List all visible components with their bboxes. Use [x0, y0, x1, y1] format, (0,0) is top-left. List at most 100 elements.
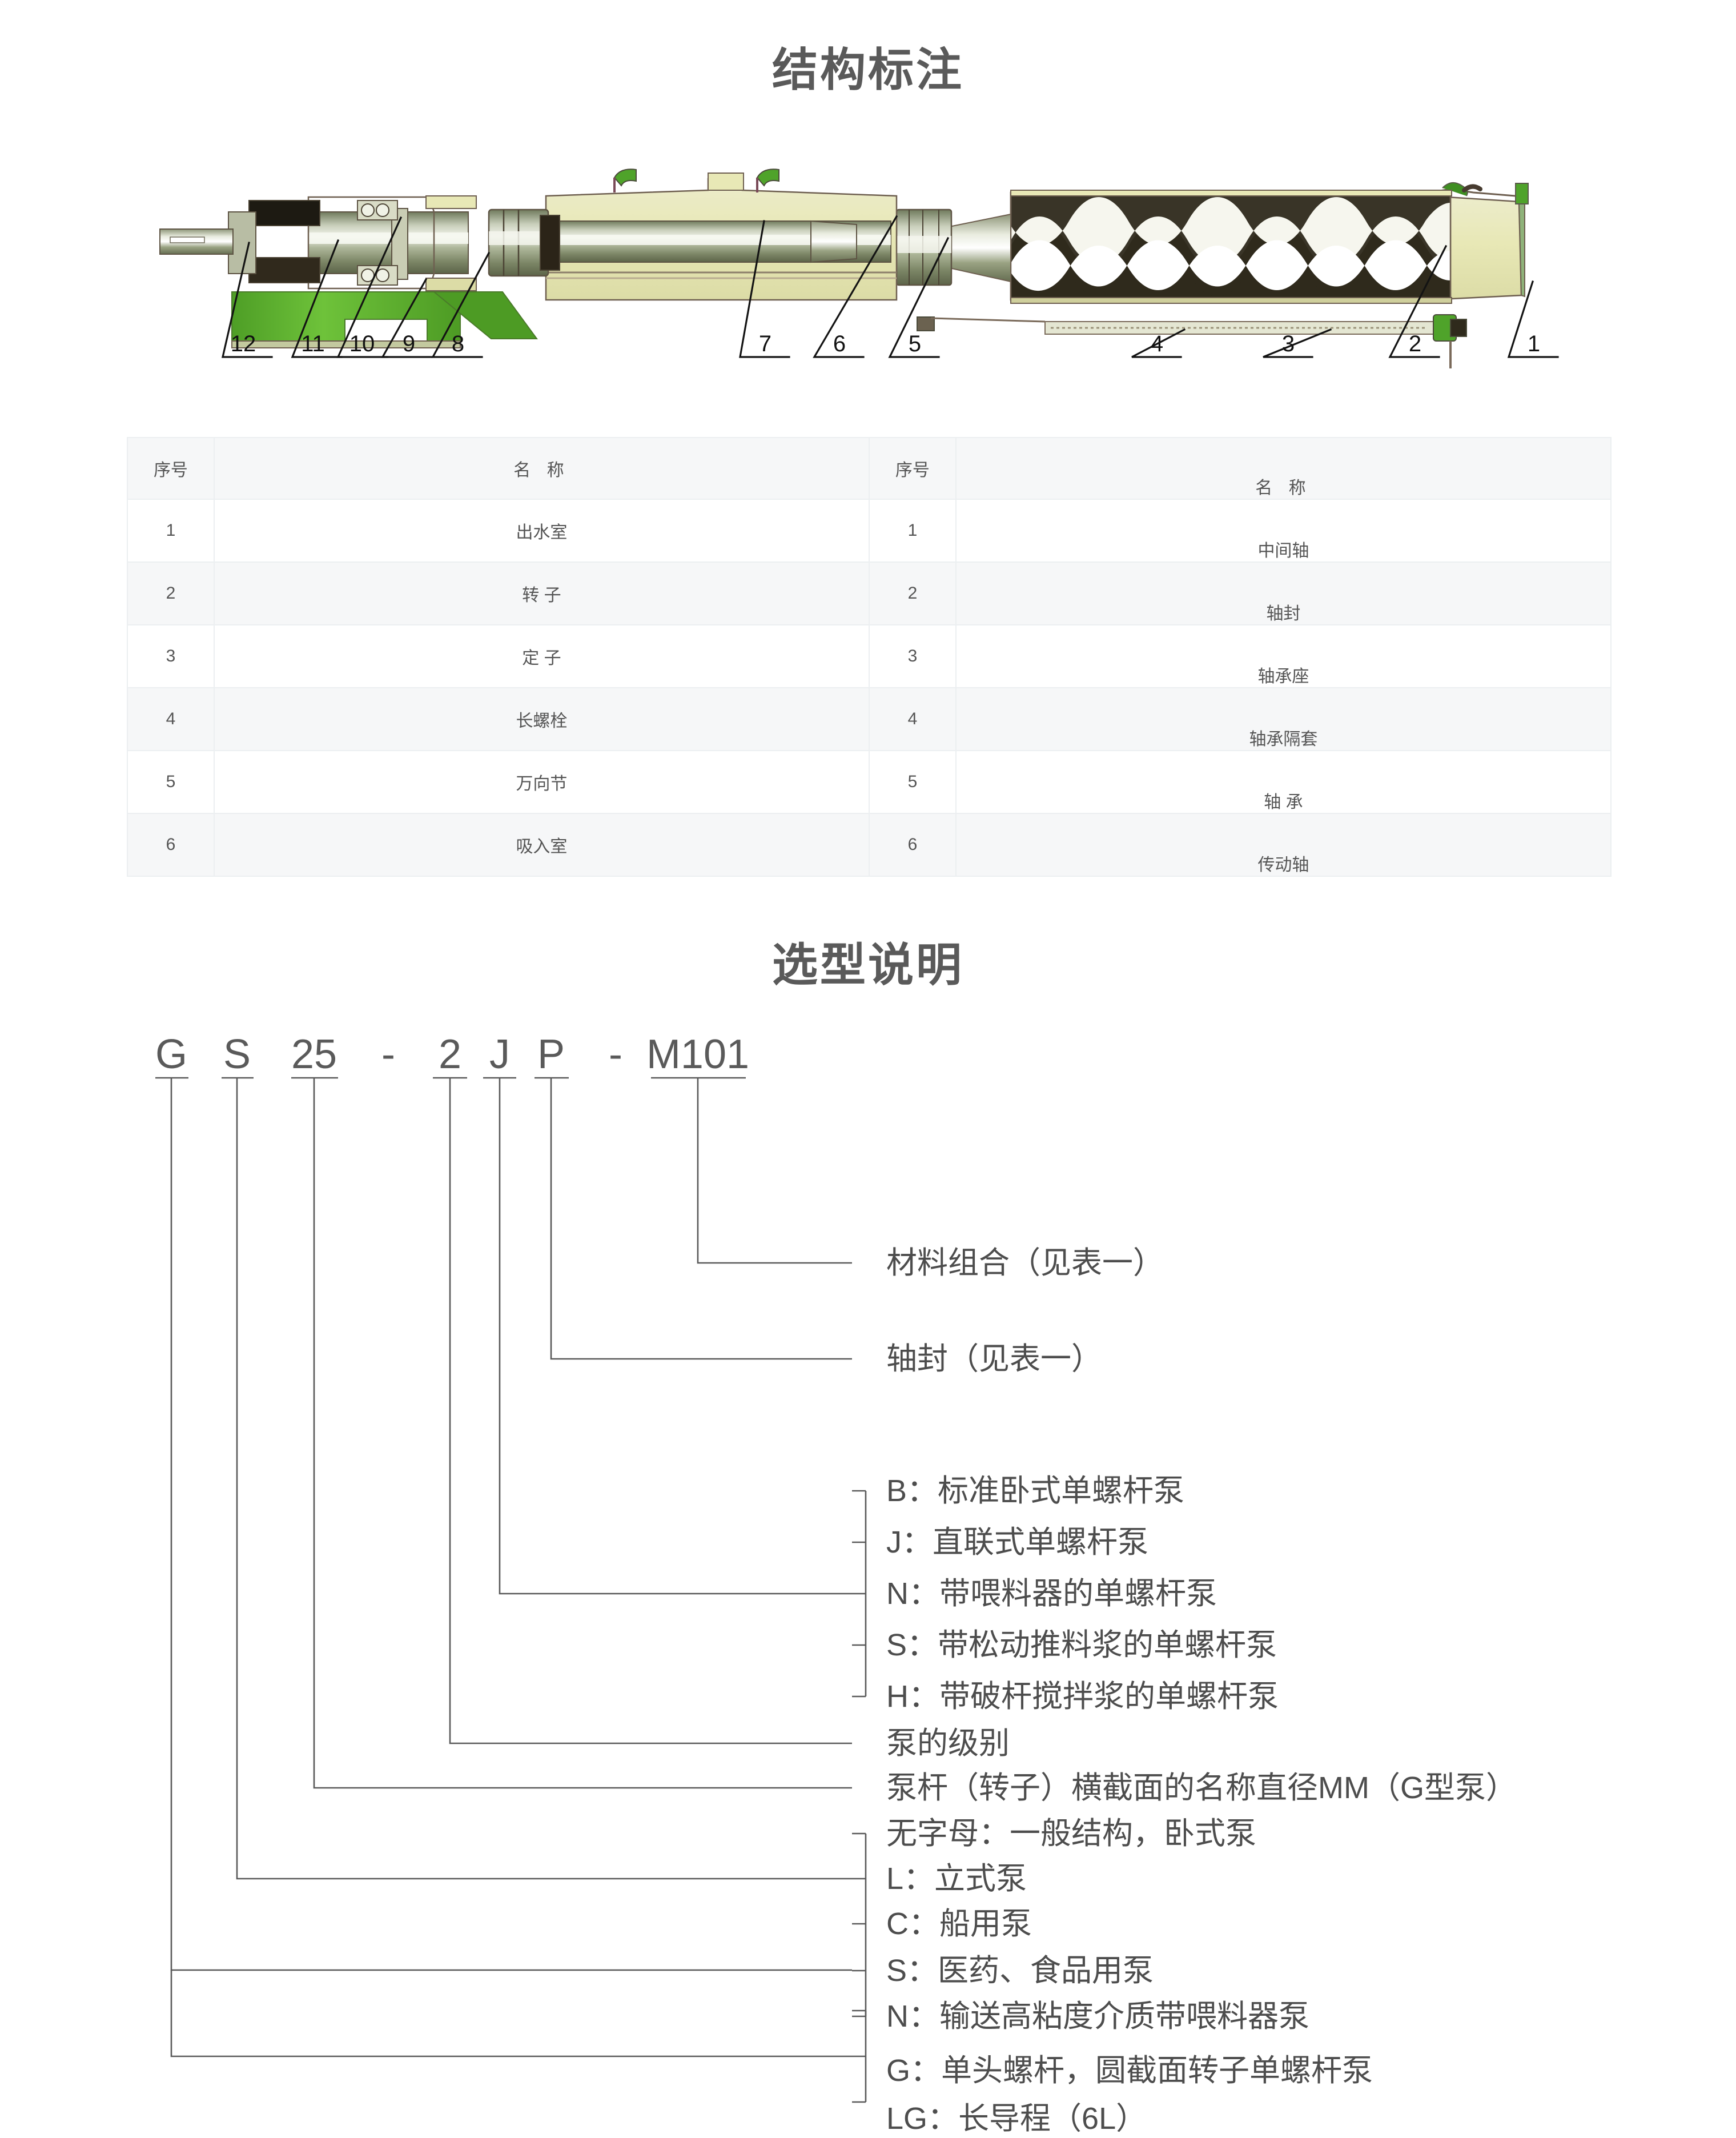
leader-series — [170, 1078, 852, 1971]
cell-left-name: 出水室 — [213, 499, 870, 563]
cell-right-no: 1 — [868, 499, 957, 563]
table-row: 6 吸入室 6 传动轴 — [127, 813, 1612, 877]
cell-right-no: 2 — [868, 561, 957, 625]
cell-left-name: 转 子 — [213, 561, 870, 625]
callout-1: 1 — [1528, 331, 1540, 356]
cell-left-name: 万向节 — [213, 750, 870, 814]
legend-type-h: H：带破杆搅拌浆的单螺杆泵 — [886, 1679, 1279, 1714]
pump-base — [231, 291, 538, 348]
cell-left-no: 4 — [127, 687, 215, 751]
table-row: 2 转 子 2 轴封 — [127, 561, 1612, 625]
model-code-diagram: G S 25 - 2 J P - M101 材料组合（见表一） 轴封（见表一） … — [0, 1022, 1736, 2045]
callout-12: 12 — [231, 331, 256, 356]
callout-group-right — [888, 236, 1559, 358]
rotor-transition — [949, 213, 1011, 283]
cell-left-no: 5 — [127, 750, 215, 814]
callout-11: 11 — [301, 331, 325, 356]
bearing-housing — [228, 195, 477, 291]
cell-left-no: 2 — [127, 561, 215, 625]
legend-diameter: 泵杆（转子）横截面的名称直径MM（G型泵） — [886, 1771, 1517, 1805]
leader-lines-svg — [155, 1077, 867, 2017]
legend-app-n: N：输送高粘度介质带喂料器泵 — [886, 1999, 1309, 2033]
callout-3: 3 — [1282, 331, 1295, 356]
code-char-g: G — [155, 1032, 188, 1077]
leader-material — [697, 1078, 852, 1264]
code-char-25: 25 — [291, 1032, 337, 1077]
input-shaft — [159, 228, 234, 255]
cell-left-no: 3 — [127, 624, 215, 688]
legend-app-l: L：立式泵 — [886, 1862, 1027, 1896]
table-header-row: 序号 名 称 序号 名 称 — [127, 437, 1612, 500]
cell-left-no: 6 — [127, 813, 215, 877]
legend-seal: 轴封（见表一） — [886, 1342, 1102, 1376]
legend-type-j: J：直联式单螺杆泵 — [886, 1525, 1148, 1559]
legend-type-b: B：标准卧式单螺杆泵 — [886, 1474, 1185, 1508]
table-row: 1 出水室 1 中间轴 — [127, 499, 1612, 563]
long-bolt — [917, 314, 1467, 368]
leader-seal — [550, 1078, 852, 1360]
parts-table: 序号 名 称 序号 名 称 1 出水室 1 中间轴 2 转 子 2 轴封 3 定… — [127, 437, 1612, 877]
callout-9: 9 — [403, 331, 415, 356]
callout-group-left — [221, 215, 898, 358]
callout-7: 7 — [759, 331, 771, 356]
legend-material: 材料组合（见表一） — [886, 1246, 1164, 1280]
header-left-name: 名 称 — [213, 437, 870, 500]
callout-4: 4 — [1151, 331, 1163, 356]
cell-left-no: 1 — [127, 499, 215, 563]
table-row: 5 万向节 5 轴 承 — [127, 750, 1612, 814]
callout-2: 2 — [1409, 331, 1421, 356]
drive-shaft — [545, 220, 891, 263]
legend-series-g: G：单头螺杆，圆截面转子单螺杆泵 — [886, 2053, 1373, 2088]
cell-left-name: 吸入室 — [213, 813, 870, 877]
header-right-no: 序号 — [868, 437, 957, 500]
header-right-name: 名 称 — [955, 437, 1612, 500]
code-char-dash1: - — [381, 1032, 395, 1077]
outlet-chamber — [1428, 182, 1529, 301]
code-char-2: 2 — [438, 1032, 462, 1077]
code-char-s: S — [223, 1032, 251, 1077]
leader-stage — [449, 1078, 852, 1744]
callout-5: 5 — [909, 331, 921, 356]
cell-right-name: 传动轴 — [955, 813, 1612, 877]
stator-rotor-assembly — [1010, 190, 1452, 304]
selection-section-title: 选型说明 — [772, 940, 964, 990]
table-body: 1 出水室 1 中间轴 2 转 子 2 轴封 3 定 子 3 轴承座 4 长螺栓… — [127, 499, 1612, 877]
header-left-no: 序号 — [127, 437, 215, 500]
cell-right-no: 4 — [868, 687, 957, 751]
legend-type-s: S：带松动推料浆的单螺杆泵 — [886, 1628, 1277, 1662]
cell-right-name: 中间轴 — [955, 499, 1612, 563]
bracket-type — [852, 1490, 867, 1698]
cell-right-no: 5 — [868, 750, 957, 814]
legend-no-letter: 无字母：一般结构，卧式泵 — [886, 1816, 1256, 1851]
cell-right-name: 轴承隔套 — [955, 687, 1612, 751]
callout-8: 8 — [452, 331, 464, 356]
cell-right-no: 3 — [868, 624, 957, 688]
table-row: 4 长螺栓 4 轴承隔套 — [127, 687, 1612, 751]
bracket-app — [852, 1832, 867, 2017]
callout-10: 10 — [349, 331, 375, 356]
callout-labels-right: 5 4 3 2 1 — [909, 331, 1540, 356]
cell-right-name: 轴封 — [955, 561, 1612, 625]
code-char-m101: M101 — [646, 1032, 750, 1077]
callout-labels-left: 12 11 10 9 8 7 6 — [231, 331, 846, 356]
code-char-p: P — [537, 1032, 565, 1077]
leader-type — [499, 1078, 852, 1595]
callout-6: 6 — [833, 331, 846, 356]
code-char-j: J — [489, 1032, 510, 1077]
leader-diameter — [313, 1078, 852, 1789]
legend-app-s: S：医药、食品用泵 — [886, 1954, 1154, 1988]
leader-series-tail — [170, 1970, 852, 2057]
code-char-dash2: - — [609, 1032, 622, 1077]
legend-stage: 泵的级别 — [886, 1726, 1010, 1760]
cell-right-name: 轴承座 — [955, 624, 1612, 688]
cell-left-name: 定 子 — [213, 624, 870, 688]
shaft-seal-coupling — [488, 208, 560, 277]
cell-left-name: 长螺栓 — [213, 687, 870, 751]
pump-cutaway-diagram: 12 11 10 9 8 7 6 5 4 3 2 1 — [137, 129, 1622, 368]
legend-app-c: C：船用泵 — [886, 1907, 1032, 1941]
series-bracket-svg — [170, 1970, 867, 2103]
cell-right-name: 轴 承 — [955, 750, 1612, 814]
legend-type-n: N：带喂料器的单螺杆泵 — [886, 1577, 1217, 1611]
cell-right-no: 6 — [868, 813, 957, 877]
structure-section-title: 结构标注 — [772, 45, 964, 95]
